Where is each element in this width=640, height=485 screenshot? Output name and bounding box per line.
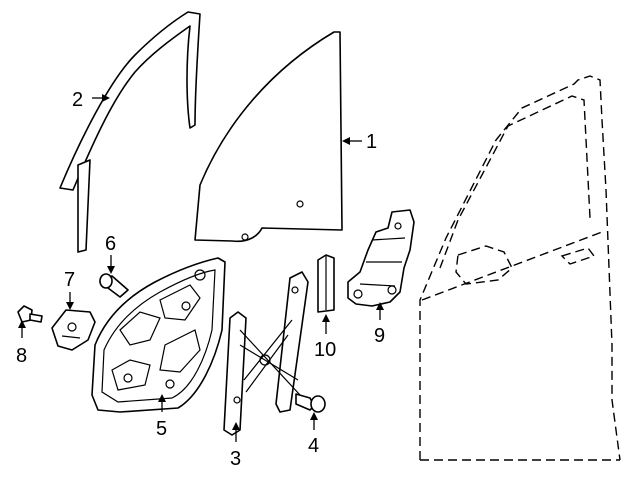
window-run-channel bbox=[59, 11, 201, 253]
window-motor bbox=[347, 209, 415, 307]
door-module-panel bbox=[91, 257, 226, 413]
callout-7: 7 bbox=[64, 269, 75, 310]
bolt-4 bbox=[295, 393, 326, 413]
callout-9: 9 bbox=[374, 302, 385, 347]
callout-label: 8 bbox=[16, 345, 27, 367]
seal-strip bbox=[317, 254, 335, 313]
callout-2: 2 bbox=[72, 89, 110, 111]
callout-8: 8 bbox=[16, 320, 27, 367]
callout-label: 10 bbox=[314, 339, 336, 361]
bracket-7 bbox=[51, 309, 96, 351]
callout-label: 9 bbox=[374, 325, 385, 347]
callout-6: 6 bbox=[105, 233, 116, 274]
bolt-8 bbox=[17, 305, 43, 323]
callout-label: 7 bbox=[64, 269, 75, 291]
callout-1: 1 bbox=[342, 131, 377, 153]
window-regulator bbox=[223, 271, 309, 436]
callout-4: 4 bbox=[308, 412, 319, 457]
door-shell-outline bbox=[419, 75, 621, 461]
callout-label: 3 bbox=[230, 448, 241, 470]
callout-10: 10 bbox=[314, 314, 336, 361]
callout-label: 1 bbox=[366, 131, 377, 153]
screw-6 bbox=[99, 273, 129, 298]
door-glass bbox=[194, 31, 343, 243]
callout-3: 3 bbox=[230, 422, 241, 470]
callout-label: 6 bbox=[105, 233, 116, 255]
callout-5: 5 bbox=[156, 394, 167, 440]
callout-label: 2 bbox=[72, 89, 83, 111]
callout-label: 4 bbox=[308, 435, 319, 457]
callout-label: 5 bbox=[156, 418, 167, 440]
